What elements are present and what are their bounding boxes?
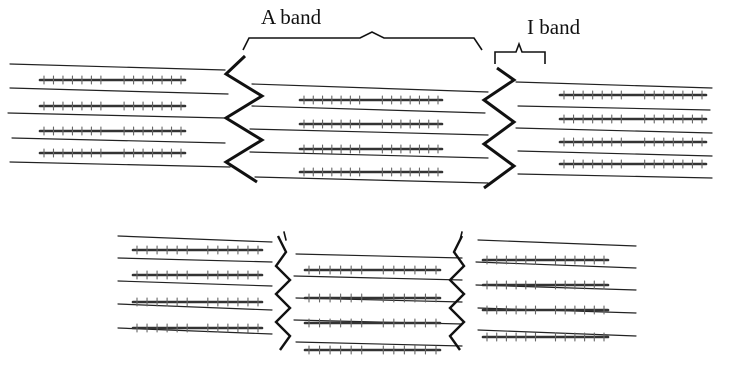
thin-filament <box>295 253 463 259</box>
thin-filament <box>11 137 226 144</box>
thick-filament <box>303 318 442 328</box>
z-line <box>274 235 292 351</box>
i-band-label: I band <box>527 15 581 39</box>
thick-filament <box>298 144 444 154</box>
thick-filament <box>298 95 444 105</box>
thin-filament <box>515 81 713 89</box>
thick-filament <box>558 159 708 169</box>
thin-filament <box>117 235 273 243</box>
thin-filament <box>517 173 713 179</box>
thick-filament <box>131 323 264 333</box>
thick-filament <box>303 265 442 275</box>
relaxed-sarcomere-panel <box>7 31 713 190</box>
thick-filament <box>303 345 442 355</box>
thin-filament <box>7 112 226 119</box>
thick-filament <box>481 332 610 342</box>
thick-filament <box>298 119 444 129</box>
thick-filament <box>481 305 610 315</box>
a-band-label: A band <box>261 5 322 29</box>
thin-filament <box>254 176 489 184</box>
thin-filament <box>517 150 713 157</box>
thin-filament <box>293 275 463 281</box>
thin-filament <box>249 128 489 136</box>
thick-filament <box>131 297 264 307</box>
thick-filament <box>558 114 708 124</box>
thin-filament <box>475 261 637 269</box>
thin-filament <box>515 127 713 134</box>
thin-filament <box>251 105 486 114</box>
thin-filament <box>249 151 489 159</box>
a-band-bracket <box>242 31 483 51</box>
thick-filament <box>303 293 442 303</box>
thick-filament <box>38 148 187 158</box>
thin-filament <box>517 105 711 111</box>
thin-filament <box>9 161 231 168</box>
thick-filament <box>298 167 444 177</box>
thick-filament <box>558 137 708 147</box>
z-line <box>448 235 466 351</box>
contracted-sarcomere-panel <box>117 231 637 355</box>
thick-filament <box>481 280 610 290</box>
thin-filament <box>117 303 273 311</box>
thin-filament <box>251 83 489 93</box>
thin-filament <box>477 239 637 247</box>
thick-filament <box>38 101 187 111</box>
z-line-cap <box>283 231 287 241</box>
thin-filament <box>117 280 273 287</box>
thick-filament <box>38 126 187 136</box>
thin-filament <box>9 87 229 95</box>
thin-filament <box>295 341 463 347</box>
thin-filament <box>477 329 637 337</box>
thick-filament <box>38 75 187 85</box>
thick-filament <box>558 90 708 100</box>
thick-filament <box>481 255 610 265</box>
thin-filament <box>9 63 226 71</box>
thick-filament <box>131 270 264 280</box>
thick-filament <box>131 245 264 255</box>
thin-filament <box>117 257 273 263</box>
z-line-cap <box>459 231 463 241</box>
i-band-bracket <box>494 41 546 64</box>
z-line <box>223 54 265 184</box>
z-line <box>481 66 517 190</box>
